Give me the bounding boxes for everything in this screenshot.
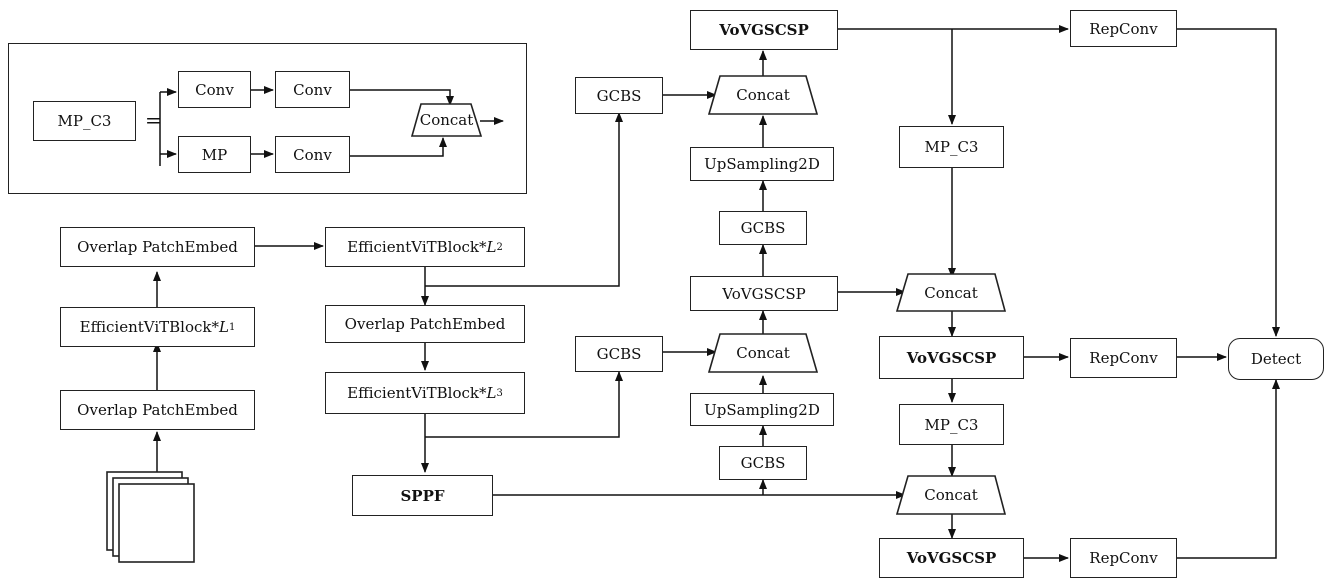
vit-block-3-text: EfficientViTBlock*: [347, 384, 487, 402]
concat-top-label: Concat: [736, 86, 790, 104]
arrow-repconv3-to-detect: [1177, 379, 1280, 559]
legend-concat-shape: [410, 103, 483, 137]
sppf: SPPF: [352, 475, 493, 516]
patch-embed-3: Overlap PatchEmbed: [325, 305, 525, 343]
gcbs-up2: GCBS: [719, 446, 807, 480]
concat-right2-shape: [895, 475, 1007, 515]
legend-conv-a: Conv: [178, 71, 251, 108]
vovgscsp-top: VoVGSCSP: [690, 10, 838, 50]
gcbs-top: GCBS: [575, 77, 663, 114]
legend-mp: MP: [178, 136, 251, 173]
concat-mid-label: Concat: [736, 344, 790, 362]
legend-conv-c: Conv: [275, 136, 350, 173]
vit-block-2-text: EfficientViTBlock*: [347, 238, 487, 256]
input-image-stack: [106, 471, 195, 563]
legend-equals: =: [145, 108, 162, 132]
detect: Detect: [1228, 338, 1324, 380]
legend-concat-label: Concat: [419, 111, 474, 129]
arrow-vit2-to-gcbs-top: [425, 112, 623, 287]
concat-right1-label: Concat: [924, 283, 978, 302]
vit-block-2-l: L: [486, 238, 497, 256]
vit-block-1-index: 1: [228, 321, 236, 333]
vovgscsp-right2: VoVGSCSP: [879, 538, 1024, 578]
vit-block-2-index: 2: [496, 241, 503, 253]
legend-arrow-concat-in2: [350, 137, 447, 157]
concat-right2-label: Concat: [924, 486, 978, 504]
vit-block-1-text: EfficientViTBlock*: [79, 318, 220, 336]
patch-embed-1: Overlap PatchEmbed: [60, 390, 255, 430]
gcbs-up1: GCBS: [719, 211, 807, 245]
legend-arrow-concat-in1: [350, 89, 454, 106]
concat-top-shape: [707, 75, 819, 115]
legend-box: [8, 43, 527, 194]
upsampling-1: UpSampling2D: [690, 147, 834, 181]
vit-block-3-l: L: [486, 384, 497, 402]
concat-right1-shape: [895, 273, 1007, 312]
vit-block-1-l: L: [219, 318, 229, 336]
vovgscsp-mid: VoVGSCSP: [690, 276, 838, 311]
upsampling-2: UpSampling2D: [690, 393, 834, 426]
gcbs-mid: GCBS: [575, 336, 663, 372]
vit-block-3-index: 3: [496, 387, 503, 399]
mp-c3-2: MP_C3: [899, 404, 1004, 445]
repconv-2: RepConv: [1070, 338, 1177, 378]
repconv-1: RepConv: [1070, 10, 1177, 47]
concat-mid-shape: [707, 333, 819, 373]
legend-conv-b: Conv: [275, 71, 350, 108]
arrow-vit3-to-gcbs-mid: [425, 371, 623, 438]
repconv-3: RepConv: [1070, 538, 1177, 578]
legend-mp-c3: MP_C3: [33, 101, 136, 141]
patch-embed-2: Overlap PatchEmbed: [60, 227, 255, 267]
arrow-repconv1-to-detect: [1177, 28, 1280, 337]
mp-c3-1: MP_C3: [899, 126, 1004, 168]
vovgscsp-right1: VoVGSCSP: [879, 336, 1024, 379]
